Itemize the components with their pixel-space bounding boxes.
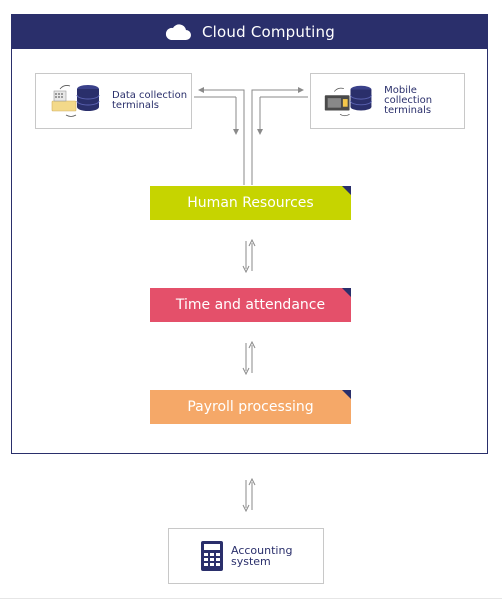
- accounting-label-line1: Accounting: [231, 544, 293, 557]
- right-terminal-label-line1: Mobile collection: [384, 85, 433, 106]
- left-terminal-label: Data collection terminals: [112, 91, 187, 111]
- bidirectional-arrow-icon: [242, 239, 256, 273]
- cloud-icon: [165, 24, 191, 40]
- block-corner: [342, 288, 351, 297]
- block-corner: [342, 186, 351, 195]
- terminal-database-icon: [51, 85, 100, 117]
- time-attendance-label: Time and attendance: [175, 297, 326, 313]
- left-terminal-label-line2: terminals: [112, 100, 159, 111]
- accounting-label-line2: system: [231, 555, 271, 568]
- right-terminal-label-line2: terminals: [384, 105, 432, 116]
- human-resources-label: Human Resources: [187, 195, 314, 211]
- time-attendance-block: Time and attendance: [150, 288, 351, 322]
- data-collection-terminals: Data collection terminals: [35, 73, 192, 129]
- mobile-collection-terminals: Mobile collection terminals: [310, 73, 465, 129]
- right-terminal-label: Mobile collection terminals: [384, 86, 464, 116]
- payroll-processing-label: Payroll processing: [187, 399, 314, 415]
- left-terminal-label-line1: Data collection: [112, 90, 188, 101]
- accounting-label: Accounting system: [231, 545, 292, 567]
- block-corner: [342, 390, 351, 399]
- cloud-header: Cloud Computing: [12, 15, 487, 49]
- terminal-connectors: [194, 87, 308, 185]
- accounting-system-box: Accounting system: [168, 528, 324, 584]
- payroll-processing-block: Payroll processing: [150, 390, 351, 424]
- mobile-terminal-database-icon: [324, 85, 372, 117]
- bidirectional-arrow-icon: [242, 478, 256, 512]
- bidirectional-arrow-icon: [242, 341, 256, 375]
- bottom-divider: [0, 598, 502, 599]
- calculator-icon: [201, 541, 223, 571]
- human-resources-block: Human Resources: [150, 186, 351, 220]
- header-title: Cloud Computing: [202, 23, 335, 41]
- cloud-computing-frame: Cloud Computing Data collection terminal…: [11, 14, 488, 454]
